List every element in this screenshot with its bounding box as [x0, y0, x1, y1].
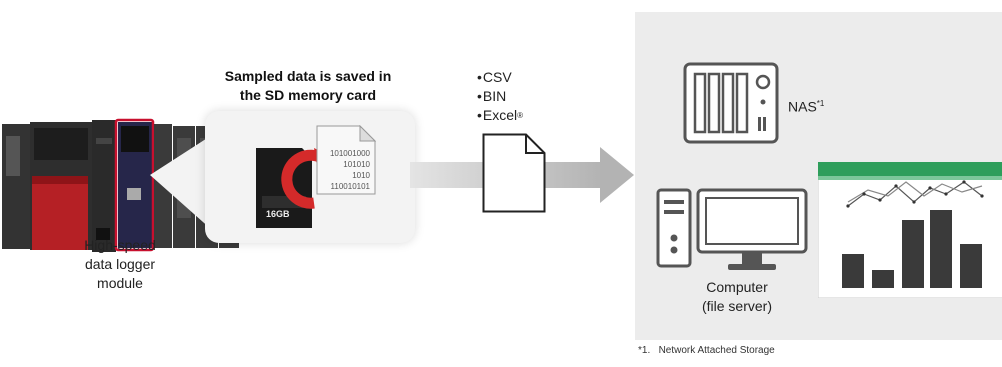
spreadsheet-chart-window: [818, 162, 1002, 298]
module-label: High-speed data logger module: [84, 237, 156, 291]
computer-tower-icon: [656, 188, 692, 268]
footnote: *1. Network Attached Storage: [638, 345, 775, 356]
nas-footnote-mark: *1: [816, 99, 825, 108]
format-csv: CSV: [477, 68, 523, 87]
sd-save-caption-line1: Sampled data is saved in: [224, 68, 392, 84]
sd-save-caption-line2: the SD memory card: [239, 87, 377, 103]
format-bin: BIN: [477, 87, 523, 106]
chart-line: [847, 181, 983, 203]
binary-file-icon: [316, 125, 376, 195]
chart-bar: [902, 220, 924, 288]
chart-bar: [842, 254, 864, 288]
file-format-list: CSV BIN Excel®: [477, 68, 523, 125]
sd-card-capacity: 16GB: [266, 209, 290, 219]
sd-save-caption: Sampled data is saved in the SD memory c…: [188, 67, 428, 105]
chart-bar: [872, 270, 894, 288]
chart-bar: [930, 210, 952, 288]
callout-pointer: [150, 135, 212, 230]
nas-label: NAS*1: [788, 98, 825, 115]
registered-mark: ®: [517, 111, 524, 120]
nas-icon: [683, 62, 779, 144]
chart-bar: [960, 244, 982, 288]
binary-text: 101001000 101010 1010 110010101: [329, 149, 370, 191]
monitor-icon: [696, 188, 808, 270]
computer-label: Computer (file server): [701, 279, 772, 314]
format-excel: Excel®: [477, 106, 523, 125]
file-icon: [482, 133, 546, 213]
